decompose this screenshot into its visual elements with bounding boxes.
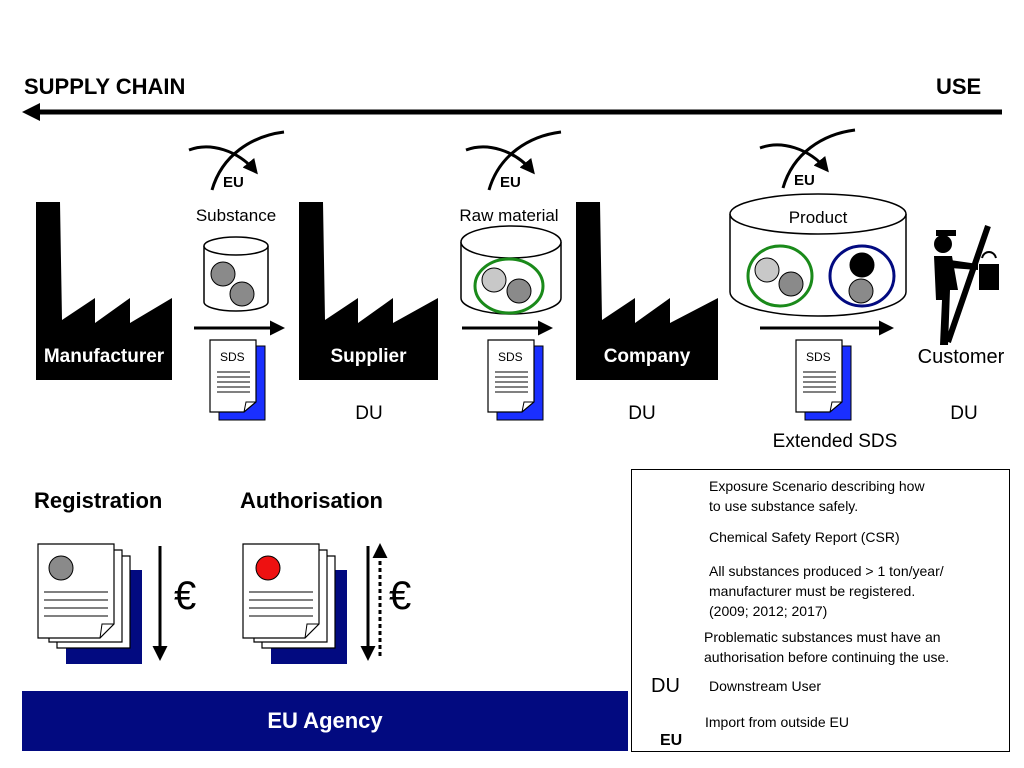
substance-label: Substance [195, 206, 277, 225]
company-factory-icon [576, 202, 718, 380]
authorisation-title: Authorisation [240, 488, 383, 513]
raw-material-label: Raw material [459, 206, 559, 225]
sds-document-3 [795, 339, 852, 421]
supplier-label: Supplier [330, 346, 407, 367]
eu-agency-banner: EU Agency [22, 691, 628, 751]
du-label-customer: DU [950, 403, 978, 424]
registration-euro-symbol: € [174, 574, 197, 618]
eu-label-3: EU [794, 172, 815, 189]
substance-container [203, 236, 269, 312]
legend-authorisation-text: Problematic substances must have an auth… [704, 629, 950, 665]
product-container [729, 193, 907, 317]
legend-import-eu-label: EU [660, 732, 683, 749]
authorisation-document-stack [242, 543, 347, 664]
product-label: Product [788, 208, 848, 227]
registration-title: Registration [34, 488, 163, 513]
customer-painter-icon [934, 225, 999, 345]
legend-box [631, 469, 1010, 752]
import-eu-icon-3 [759, 128, 856, 189]
supply-chain-heading: SUPPLY CHAIN [24, 74, 186, 99]
eu-label-1: EU [223, 174, 244, 191]
legend-registered-text: All substances produced > 1 ton/year/ ma… [709, 563, 944, 619]
import-eu-icon-2 [465, 130, 562, 191]
sds-label-1: SDS [220, 350, 245, 364]
raw-material-container [460, 225, 562, 315]
company-label: Company [603, 346, 691, 367]
sds-document-2 [487, 339, 544, 421]
sds-label-3: SDS [806, 350, 831, 364]
legend-du-text: Downstream User [709, 678, 822, 694]
du-label-company: DU [628, 403, 656, 424]
sds-document-1 [209, 339, 266, 421]
du-label-supplier: DU [355, 403, 383, 424]
use-heading: USE [936, 74, 982, 99]
legend-import-text: Import from outside EU [705, 714, 849, 730]
supplier-factory-icon [299, 202, 438, 380]
registration-document-stack [37, 543, 142, 664]
manufacturer-label: Manufacturer [43, 346, 165, 367]
customer-label: Customer [917, 346, 1005, 368]
sds-label-2: SDS [498, 350, 523, 364]
eu-agency-label: EU Agency [267, 708, 383, 733]
extended-sds-label: Extended SDS [772, 431, 898, 452]
eu-label-2: EU [500, 174, 521, 191]
legend-csr-text: Chemical Safety Report (CSR) [709, 529, 900, 545]
import-eu-icon-1 [188, 130, 285, 191]
authorisation-euro-symbol: € [389, 574, 412, 618]
manufacturer-factory-icon [36, 202, 172, 380]
legend-du-symbol: DU [651, 675, 680, 697]
supply-chain-arrow [22, 103, 1002, 121]
legend-exposure-scenario-text: Exposure Scenario describing how to use … [709, 478, 925, 514]
